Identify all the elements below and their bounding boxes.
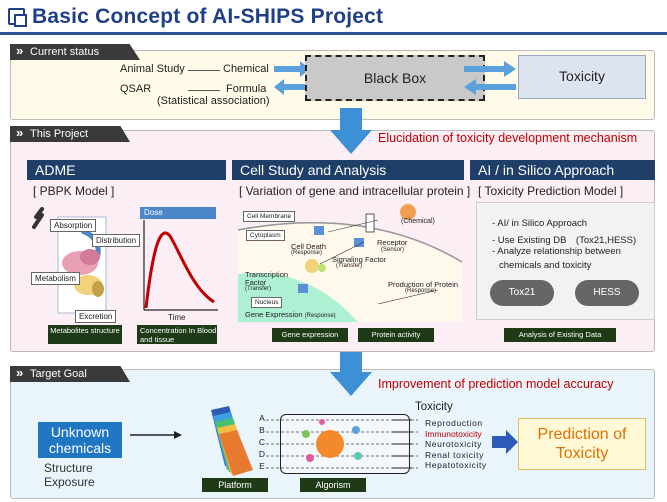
- ai-bullet-3b: chemicals and toxicity: [499, 260, 592, 271]
- factor-label: Factor: [245, 278, 267, 287]
- tox21-pill: Tox21: [490, 280, 554, 306]
- connector-line: [188, 70, 220, 71]
- page-title: Basic Concept of AI-SHIPS Project: [32, 5, 384, 28]
- transcription-label: Transcription: [245, 270, 289, 279]
- metabolites-tag: Metabolites structure: [48, 325, 122, 344]
- platform-layers-icon: [211, 406, 253, 476]
- sensor-label: (Sensor): [381, 247, 405, 253]
- cell-diagram: [238, 204, 463, 322]
- production-label: Production of Protein: [388, 280, 459, 289]
- transfer-label-2: (Transfer): [245, 286, 272, 292]
- algorism-tag: Algorism: [300, 478, 366, 492]
- elucidation-text: Elucidation of toxicity development mech…: [378, 131, 638, 145]
- ai-bullet-3: - Analyze relationship between: [492, 246, 621, 257]
- arrow-right-left-icon: [274, 61, 310, 95]
- cell-death-label: Cell Death: [291, 242, 327, 251]
- toxicity-item: Reproduction: [425, 418, 483, 428]
- cell-header: Cell Study and Analysis: [232, 160, 464, 180]
- current-status-tab: Current status: [10, 44, 140, 60]
- receptor-label: Receptor: [377, 238, 408, 247]
- arrow-right-left-icon: [464, 61, 516, 95]
- title-rule: [0, 32, 667, 35]
- protein-activity-tag: Protein activity: [358, 328, 434, 342]
- pbpk-subtitle: [ PBPK Model ]: [33, 184, 115, 198]
- adme-header: ADME: [27, 160, 226, 180]
- qsar-label: QSAR: [120, 83, 152, 95]
- platform-tag: Platform: [202, 478, 268, 492]
- improvement-text: Improvement of prediction model accuracy: [378, 377, 614, 391]
- concentration-tag: Concentration In Blood and tissue: [137, 325, 217, 344]
- hess-pill: HESS: [575, 280, 639, 306]
- response-label-2: (Response): [405, 288, 437, 294]
- transfer-label-1: (Transfer): [336, 263, 363, 269]
- toxicity-item: Hepatotoxicity: [425, 460, 487, 470]
- gene-expression-label: Gene Expression (Response): [245, 310, 336, 319]
- distribution-label: Distribution: [92, 234, 141, 247]
- chemical-small-label: (Chemical): [401, 218, 435, 225]
- algorism-network: [266, 419, 418, 469]
- toxicity-item: Immunotoxicity: [425, 428, 482, 439]
- animal-study-label: Animal Study: [120, 63, 185, 75]
- connector-line: [188, 90, 220, 91]
- arrow-right-icon: [130, 431, 182, 439]
- this-project-tab: This Project: [10, 126, 130, 142]
- ai-subtitle: [ Toxicity Prediction Model ]: [478, 184, 624, 198]
- exposure-label: Exposure: [44, 475, 95, 489]
- statistical-label: (Statistical association): [157, 95, 270, 107]
- down-arrow-icon: [330, 108, 372, 154]
- gene-expression-tag: Gene expression: [272, 328, 348, 342]
- toxicity-item: Neurotoxicity: [425, 439, 482, 449]
- time-label: Time: [168, 313, 186, 322]
- cytoplasm-label: Cytoplasm: [246, 230, 285, 241]
- toxicity-box: Toxicity: [518, 55, 646, 99]
- chemical-label: Chemical: [223, 63, 269, 75]
- concentration-curve: [143, 220, 218, 311]
- target-goal-tab: Target Goal: [10, 366, 130, 382]
- signaling-factor-label: Signaling Factor: [332, 255, 387, 264]
- ai-bullet-1: - AI/ in Silico Approach: [492, 218, 588, 229]
- response-label-1: (Response): [291, 250, 323, 256]
- dose-label: Dose: [144, 208, 163, 217]
- dose-bar: [140, 207, 216, 219]
- existing-data-tag: Analysis of Existing Data: [504, 328, 616, 342]
- ai-bullet-2: - Use Existing DB (Tox21,HESS): [492, 235, 637, 246]
- title-icon: [8, 8, 27, 27]
- ai-header: AI / in Silico Approach: [470, 160, 655, 180]
- toxicity-list: Reproduction Immunotoxicity Neurotoxicit…: [425, 418, 487, 471]
- toxicity-item: Renal toxicity: [425, 449, 484, 460]
- structure-label: Structure: [44, 461, 93, 475]
- cell-subtitle: [ Variation of gene and intracellular pr…: [239, 184, 471, 198]
- absorption-label: Absorption: [50, 219, 97, 232]
- excretion-label: Excretion: [75, 310, 117, 323]
- down-arrow-icon: [330, 352, 372, 396]
- nucleus-label: Nucleus: [251, 297, 283, 308]
- metabolism-label: Metabolism: [31, 272, 80, 285]
- formula-label: Formula: [226, 83, 267, 95]
- toxicity-heading: Toxicity: [415, 401, 453, 413]
- cell-membrane-label: Cell Membrane: [243, 211, 296, 222]
- black-box: Black Box: [305, 55, 485, 101]
- arrow-right-icon: [492, 430, 518, 454]
